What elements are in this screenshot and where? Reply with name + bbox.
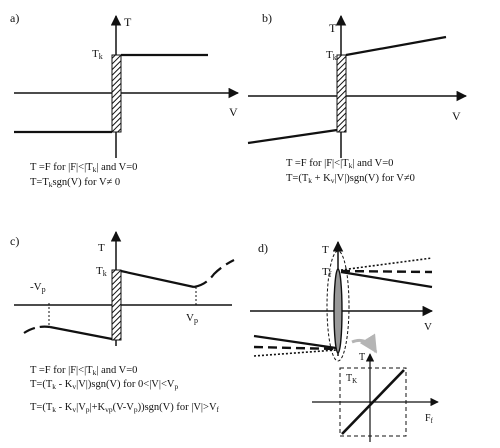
panel-a-tk-label: Tk (92, 48, 103, 61)
panel-c-negative-stribeck-rise (23, 325, 51, 334)
panel-d-positive-dashed (340, 269, 433, 274)
panel-a-stiction-hatch (111, 54, 122, 133)
panel-c-t-label: T (98, 242, 105, 254)
panel-d-stiction-band (333, 268, 343, 354)
panel-b-t-label: T (329, 21, 337, 35)
panel-b-eq2: T=(Tk + Kv|V|)sgn(V) for V≠0 (286, 173, 415, 185)
panel-c-tk-label: Tk (96, 265, 107, 278)
panel-d: d) T V Tf T TK Ff (250, 240, 439, 442)
panel-d-tf-label: Tf (322, 266, 332, 279)
panel-a-t-label: T (124, 15, 132, 29)
panel-a-v-label: V (229, 105, 238, 119)
inset-dashed-box (339, 367, 407, 437)
panel-b: b) T V Tk T =F for |F|<|Tk| and V=0 T=(T… (247, 11, 468, 185)
panel-c-neg-vp-label: -Vp (30, 281, 46, 294)
panel-b-v-label: V (452, 109, 461, 123)
panel-c: c) T Tk -Vp Vp T =F for |F|<|Tk| and V=0… (10, 230, 235, 414)
panel-c-stiction-hatch (111, 269, 122, 341)
panel-a: a) T V Tk T =F for |F|<|Tk| and V=0 T=Tk… (10, 11, 240, 189)
panel-b-stiction-hatch (336, 54, 347, 133)
panel-d-positive-solid (340, 270, 433, 289)
inset-f-label: Ff (425, 413, 434, 425)
panel-d-zoom-ellipse (326, 250, 350, 362)
panel-a-label: a) (10, 11, 19, 25)
panel-d-negative-solid (253, 334, 337, 350)
panel-b-positive-branch (345, 35, 447, 57)
panel-c-eq3: T=(Tk - Kv|Vp|+Kvp(V-Vp))sgn(V) for |V|>… (30, 402, 220, 414)
panel-c-positive-branch (120, 269, 195, 289)
inset-tk-label: TK (346, 373, 357, 385)
panel-c-eq1: T =F for |F|<|Tk| and V=0 (30, 365, 137, 377)
panel-c-positive-stribeck-rise (193, 259, 235, 289)
panel-c-negative-branch (49, 325, 113, 341)
panel-d-label: d) (258, 241, 268, 255)
panel-d-zoom-arrow (351, 333, 378, 354)
panel-b-tk-label: Tk (326, 49, 337, 62)
panel-c-eq2: T=(Tk - Kv|V|)sgn(V) for 0<|V|<Vp (30, 379, 179, 391)
panel-d-inset: T TK Ff (312, 352, 439, 442)
inset-diagonal (341, 369, 405, 435)
inset-t-label: T (359, 352, 365, 363)
panel-d-positive-dotted (340, 257, 433, 271)
panel-b-eq1: T =F for |F|<|Tk| and V=0 (286, 158, 393, 170)
panel-d-v-label: V (424, 321, 432, 333)
panel-b-label: b) (262, 11, 272, 25)
panel-b-negative-branch (247, 128, 338, 145)
panel-d-t-label: T (322, 244, 329, 256)
panel-a-eq1: T =F for |F|<|Tk| and V=0 (30, 162, 137, 174)
panel-c-pos-vp-label: Vp (186, 312, 198, 325)
panel-c-label: c) (10, 234, 19, 248)
panel-d-negative-dotted (253, 349, 337, 357)
panel-a-eq2: T=Tksgn(V) for V≠ 0 (30, 177, 120, 189)
